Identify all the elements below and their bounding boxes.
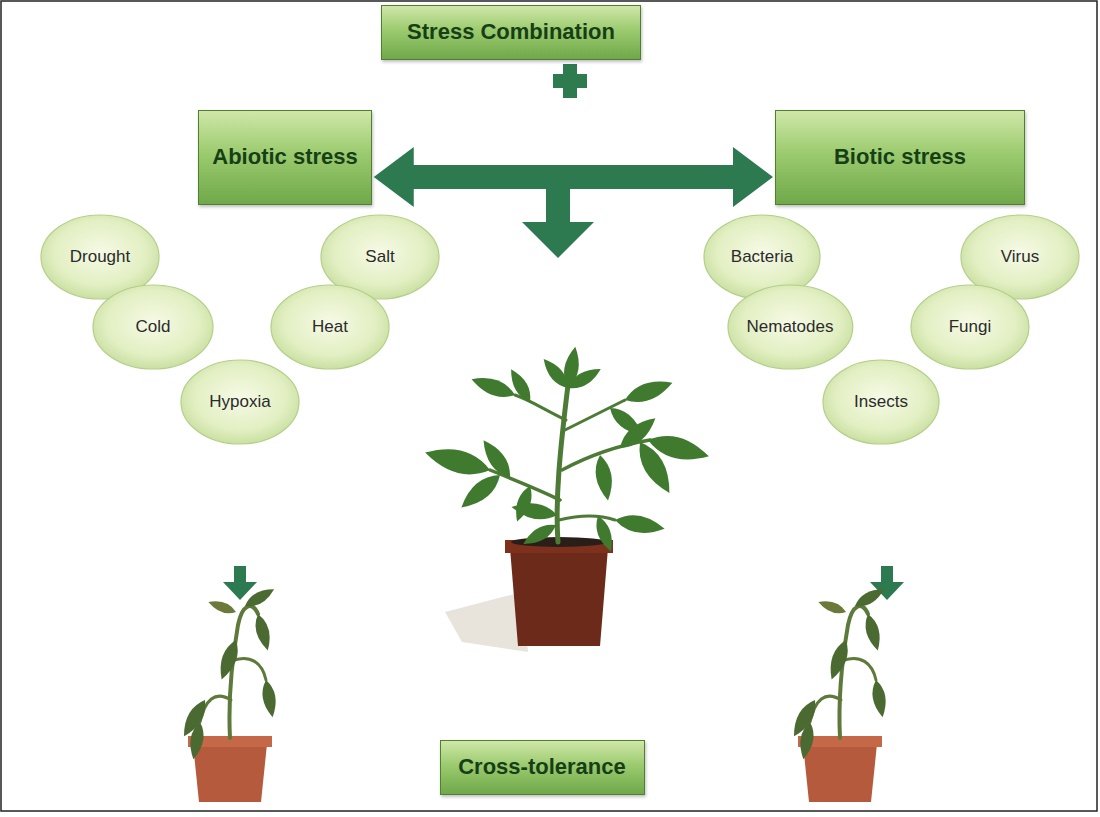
node-label: Nematodes xyxy=(747,317,834,337)
node-label: Stress Combination xyxy=(407,19,615,45)
stress-box: Cross-tolerance xyxy=(440,740,645,795)
wilted-plant xyxy=(178,584,279,802)
node-label: Bacteria xyxy=(731,247,793,267)
leaf xyxy=(592,454,615,502)
leaf xyxy=(242,584,277,610)
leaf xyxy=(565,364,604,394)
plus-bar xyxy=(553,74,587,88)
stress-ellipse: Heat xyxy=(270,284,390,370)
node-label: Biotic stress xyxy=(834,144,966,170)
leaf xyxy=(614,512,667,537)
leaf xyxy=(632,437,678,498)
node-label: Cold xyxy=(136,317,171,337)
leaf xyxy=(178,697,211,740)
node-label: Salt xyxy=(365,247,394,267)
node-label: Drought xyxy=(70,247,130,267)
ellipse-shape xyxy=(823,360,939,444)
ellipse-shape xyxy=(271,285,389,369)
stress-box: Abiotic stress xyxy=(198,110,372,205)
leaf xyxy=(870,679,889,718)
plus-sign xyxy=(553,64,587,98)
leaf xyxy=(469,372,518,402)
leaves xyxy=(178,584,279,760)
pot xyxy=(193,744,267,802)
stress-ellipse: Cold xyxy=(92,284,214,370)
leaf xyxy=(592,514,617,554)
down-arrow xyxy=(223,566,257,600)
leaf xyxy=(477,436,516,483)
leaf xyxy=(520,520,559,550)
node-label: Cross-tolerance xyxy=(458,754,626,780)
leaf xyxy=(506,366,536,405)
leaves xyxy=(788,584,889,760)
ellipse-shape xyxy=(181,360,299,444)
stress-box: Stress Combination xyxy=(381,5,641,60)
ellipse-shape xyxy=(93,285,213,369)
leaf xyxy=(817,597,848,616)
ellipse-shape xyxy=(911,285,1029,369)
stem xyxy=(234,658,266,680)
ellipse-shape xyxy=(728,285,853,369)
stress-ellipse: Hypoxia xyxy=(180,359,300,445)
leaf xyxy=(606,403,647,441)
stem xyxy=(839,606,868,738)
leaf xyxy=(207,597,238,616)
leaves xyxy=(422,345,711,553)
pot xyxy=(510,548,608,646)
stem xyxy=(515,395,566,420)
wilted-plant xyxy=(788,584,889,802)
leaf xyxy=(456,469,505,514)
node-label: Virus xyxy=(1001,247,1039,267)
leaf xyxy=(622,375,675,408)
leaf xyxy=(510,499,558,522)
leaf xyxy=(862,612,884,652)
double-arrow xyxy=(374,147,773,207)
healthy-plant xyxy=(422,345,711,652)
leaf xyxy=(539,355,573,392)
leaf xyxy=(252,612,274,652)
stress-box: Biotic stress xyxy=(775,110,1025,205)
leaf xyxy=(825,638,853,682)
stem xyxy=(229,606,258,738)
leaf xyxy=(215,638,243,682)
node-label: Heat xyxy=(312,317,348,337)
stress-ellipse: Nematodes xyxy=(727,284,854,370)
pot xyxy=(803,744,877,802)
node-label: Insects xyxy=(854,392,908,412)
stem xyxy=(559,516,615,520)
leaf xyxy=(422,442,493,481)
node-label: Hypoxia xyxy=(209,392,270,412)
node-label: Fungi xyxy=(949,317,992,337)
stem xyxy=(844,658,876,680)
node-label: Abiotic stress xyxy=(212,144,358,170)
leaf xyxy=(852,584,887,610)
stress-ellipse: Fungi xyxy=(910,284,1030,370)
down-arrow xyxy=(522,185,594,258)
leaf xyxy=(788,697,821,740)
stress-ellipse: Insects xyxy=(822,359,940,445)
leaf xyxy=(260,679,279,718)
